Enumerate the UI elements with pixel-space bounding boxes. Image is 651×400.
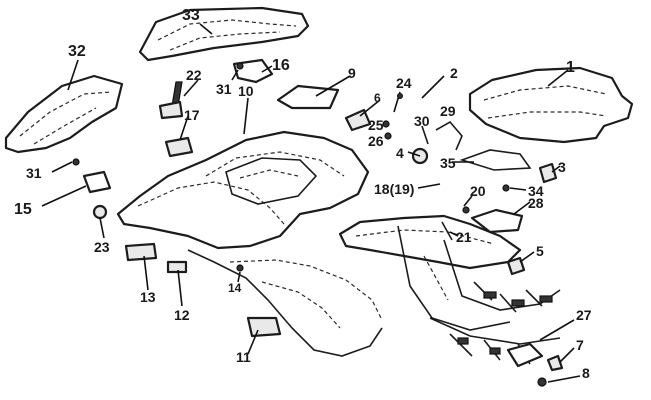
part-34-screw [502, 184, 510, 192]
callout-25: 25 [368, 117, 384, 133]
callout-13: 13 [140, 289, 156, 305]
callout-35: 35 [440, 155, 456, 171]
part-1-seat [468, 66, 634, 144]
callout-9: 9 [348, 65, 356, 81]
callout-29: 29 [440, 103, 456, 119]
part-31-clip-lower [72, 158, 80, 166]
callout-leaders [41, 23, 581, 383]
part-20-bolt [462, 206, 470, 214]
part-10-rear-fender [116, 130, 370, 250]
callout-33: 33 [182, 7, 200, 24]
callout-1: 1 [566, 59, 575, 76]
callout-26: 26 [368, 133, 384, 149]
callout-3: 3 [558, 159, 566, 175]
part-32-front-fender [4, 74, 124, 154]
part-14-screw [236, 264, 244, 272]
part-21-bolt [441, 221, 453, 241]
callout-4: 4 [396, 145, 404, 161]
part-6-bracket [344, 108, 372, 132]
small-hardware [72, 58, 564, 387]
part-25-nut [382, 120, 390, 128]
callout-27: 27 [576, 307, 592, 323]
part-28-box [470, 208, 524, 234]
callout-14: 14 [228, 281, 242, 295]
callout-28: 28 [528, 195, 544, 211]
part-12-reflector [166, 260, 188, 274]
callout-12: 12 [174, 307, 190, 323]
part-29-bracket [435, 120, 463, 151]
callout-23: 23 [94, 239, 110, 255]
part-17-bracket [164, 136, 194, 158]
part-35-bracket [459, 149, 532, 171]
part-27-frame-rails [429, 281, 561, 368]
part-31-clip-upper [236, 62, 244, 70]
callout-5: 5 [536, 243, 544, 259]
callout-8: 8 [582, 365, 590, 381]
part-30-bracket [421, 125, 429, 145]
part-26-washer [384, 132, 392, 140]
callout-labels: 33 32 16 22 31 10 9 24 2 1 6 25 26 29 30… [14, 7, 592, 381]
callout-34: 34 [528, 183, 544, 199]
callout-6: 6 [374, 91, 381, 105]
lower-body-skirt [187, 249, 383, 357]
part-13-reflector [124, 242, 158, 262]
part-15-cap [82, 170, 112, 194]
part-7-bolt [546, 354, 564, 372]
part-8-nut [537, 377, 547, 387]
callout-2: 2 [450, 65, 458, 81]
callout-18-19: 18(19) [374, 181, 414, 197]
callout-16: 16 [272, 57, 290, 74]
callout-7: 7 [576, 337, 584, 353]
callout-22: 22 [186, 67, 202, 83]
part-frame-subassembly [338, 214, 561, 331]
callout-30: 30 [414, 113, 430, 129]
callout-32: 32 [68, 43, 86, 60]
callout-11: 11 [236, 349, 251, 365]
callout-24: 24 [396, 75, 412, 91]
callout-21: 21 [456, 229, 472, 245]
part-3-grommet [538, 162, 558, 184]
callout-31-upper: 31 [216, 81, 232, 97]
part-23-grommet [92, 204, 108, 220]
callout-15: 15 [14, 201, 32, 218]
part-33-front-cover [138, 6, 310, 62]
part-9-plate [276, 84, 340, 110]
part-11-plate [246, 316, 282, 338]
callout-17: 17 [184, 107, 200, 123]
callout-10: 10 [238, 83, 254, 99]
callout-20: 20 [470, 183, 486, 199]
callout-31-lower: 31 [26, 165, 42, 181]
